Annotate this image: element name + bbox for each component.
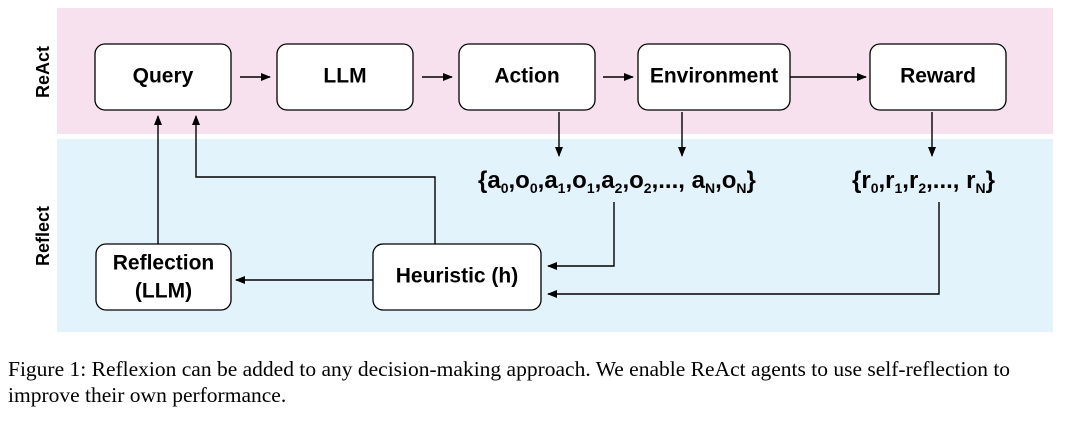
environment-node: Environment: [637, 43, 791, 111]
action-label: Action: [494, 65, 559, 88]
heuristic-node: Heuristic (h): [372, 243, 542, 311]
arrow-rewards-heuristic: [547, 202, 940, 298]
react-band-label: ReAct: [33, 46, 53, 98]
trajectory-sequence: {a0,o0,a1,o1,a2,o2,..., aN,oN}: [478, 167, 756, 196]
heuristic-label: Heuristic (h): [396, 265, 519, 288]
reflection-label-line1: Reflection: [113, 252, 215, 275]
llm-label: LLM: [323, 65, 366, 88]
environment-label: Environment: [650, 65, 778, 88]
reflexion-diagram: ReAct Reflect Query LLM Action Environme…: [33, 8, 1053, 332]
reflection-label-line2: (LLM): [135, 280, 192, 303]
figure-caption: Figure 1: Reflexion can be added to any …: [8, 357, 1011, 407]
arrow-trajectory-heuristic: [547, 202, 615, 270]
query-label: Query: [133, 65, 194, 88]
reflect-band-label: Reflect: [33, 206, 53, 266]
arrow-heuristic-query: [192, 115, 436, 244]
reward-label: Reward: [900, 65, 976, 88]
reflection-node: Reflection (LLM): [95, 243, 232, 311]
llm-node: LLM: [276, 43, 414, 111]
reward-sequence: {r0,r1,r2,..., rN}: [852, 167, 995, 196]
query-node: Query: [94, 43, 232, 111]
reward-node: Reward: [869, 43, 1007, 111]
action-node: Action: [458, 43, 596, 111]
